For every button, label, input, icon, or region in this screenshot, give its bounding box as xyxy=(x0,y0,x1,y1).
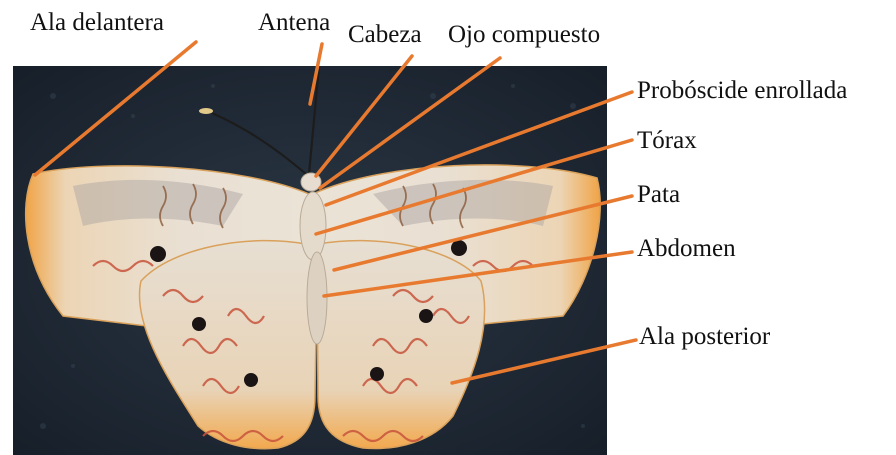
label-abdomen: Abdomen xyxy=(637,236,736,261)
label-ojo-compuesto: Ojo compuesto xyxy=(448,22,600,47)
label-proboscide: Probóscide enrollada xyxy=(637,78,847,103)
leader-torax xyxy=(316,140,632,234)
leader-ojo-compuesto xyxy=(320,58,500,188)
leader-ala-posterior xyxy=(452,340,636,383)
label-torax: Tórax xyxy=(637,128,697,153)
label-ala-delantera: Ala delantera xyxy=(30,10,164,35)
label-ala-posterior: Ala posterior xyxy=(639,324,770,349)
leader-abdomen xyxy=(324,252,632,296)
label-pata: Pata xyxy=(637,182,680,207)
leader-ala-delantera xyxy=(35,42,196,175)
leader-antena xyxy=(310,44,322,104)
label-antena: Antena xyxy=(258,10,330,35)
label-cabeza: Cabeza xyxy=(348,22,422,47)
